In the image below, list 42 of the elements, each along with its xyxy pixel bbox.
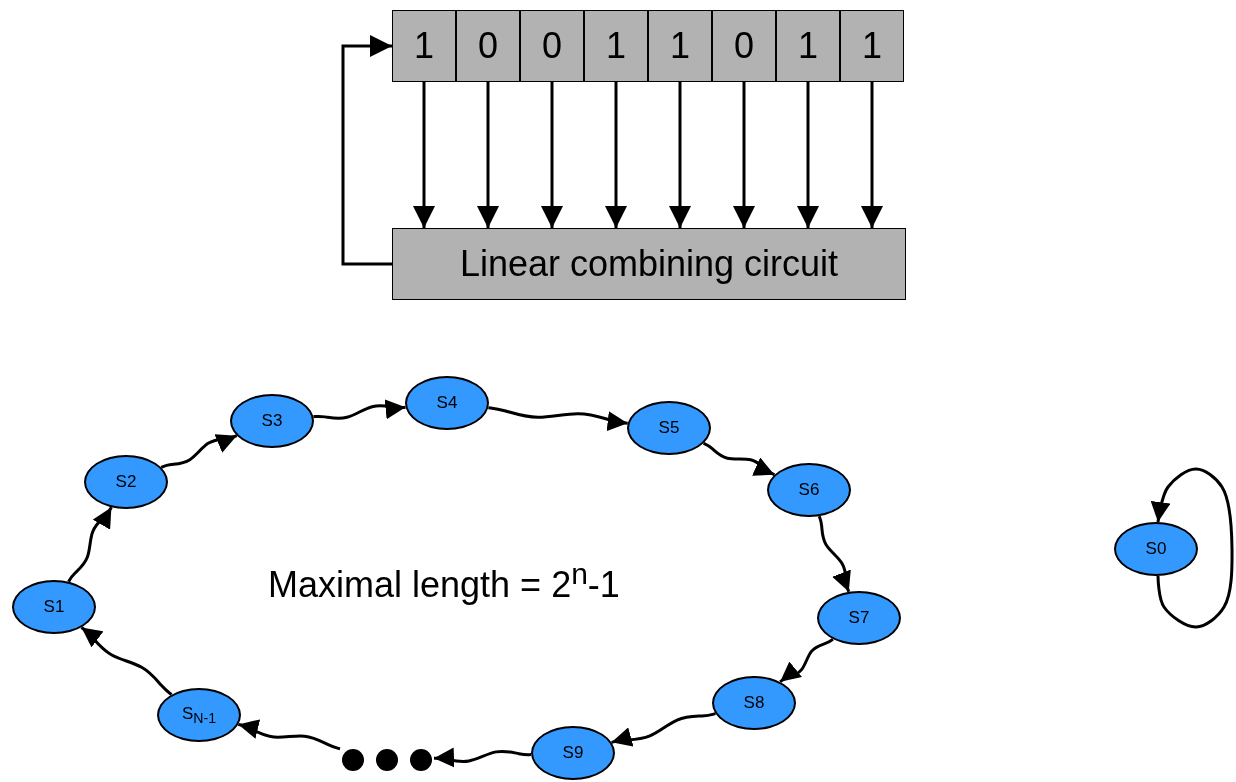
arrow [605, 82, 627, 228]
arrow [160, 434, 238, 469]
arrow [733, 82, 755, 228]
register-cell: 1 [648, 10, 712, 82]
register-cell: 1 [776, 10, 840, 82]
register-cell: 0 [712, 10, 776, 82]
state-ellipse: S$_{N-1}$ [157, 688, 241, 742]
state-ellipse: S8 [712, 676, 796, 730]
arrow [488, 406, 628, 432]
register-cell: 1 [840, 10, 904, 82]
arrow [341, 35, 392, 266]
state-ellipse: S3 [230, 394, 314, 448]
arrow [541, 82, 563, 228]
state-ellipse: S7 [817, 591, 901, 645]
arrow [80, 626, 173, 696]
state-ellipse: S1 [12, 580, 96, 634]
circuit-box: Linear combining circuit [392, 228, 906, 300]
state-ellipse: S5 [627, 401, 711, 455]
state-ellipse: S2 [84, 455, 168, 509]
arrow [817, 515, 851, 593]
arrow [413, 82, 435, 228]
arrow [861, 82, 883, 228]
ellipsis-dots [340, 747, 434, 773]
arrow [313, 399, 406, 420]
register-cell: 1 [584, 10, 648, 82]
state-ellipse: S4 [405, 376, 489, 430]
arrow [797, 82, 819, 228]
state-ellipse: S9 [531, 726, 615, 780]
register-cell: 1 [392, 10, 456, 82]
state-ellipse: S6 [767, 463, 851, 517]
arrow [611, 712, 716, 747]
arrow [669, 82, 691, 228]
register-cell: 0 [456, 10, 520, 82]
arrow [238, 719, 341, 751]
arrow [433, 747, 532, 768]
arrow [67, 506, 113, 583]
arrow [477, 82, 499, 228]
arrow [1150, 467, 1234, 629]
register-cell: 0 [520, 10, 584, 82]
annotation-text: Maximal length = 2$^{n}$-1 [268, 557, 620, 606]
state-ellipse: S0 [1114, 522, 1198, 576]
arrow [779, 637, 834, 684]
